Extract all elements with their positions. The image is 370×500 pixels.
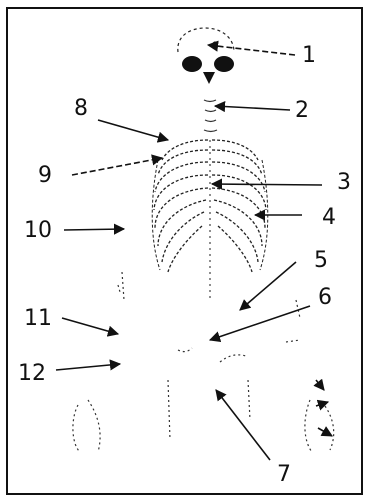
arrow-1 [208, 45, 295, 55]
label-6: 6 [318, 287, 332, 309]
arrow-6 [210, 306, 310, 340]
label-10: 10 [24, 220, 52, 242]
label-2: 2 [295, 100, 309, 122]
label-7: 7 [277, 464, 291, 486]
cervical-vertebrae-drawing [204, 100, 217, 132]
label-4: 4 [322, 207, 336, 229]
arrow-12 [56, 364, 120, 370]
arrow-5 [240, 262, 296, 310]
label-5: 5 [314, 250, 328, 272]
skull-drawing [178, 28, 234, 84]
limb-bones-drawing [73, 272, 334, 452]
label-11: 11 [24, 308, 52, 330]
arrow-8 [98, 120, 168, 140]
arrow-7 [216, 390, 270, 460]
arrow-extra-c [318, 428, 332, 436]
leader-arrows [56, 45, 332, 460]
arrow-10 [64, 229, 124, 230]
arrow-3 [212, 184, 322, 185]
arrow-extra-a [316, 380, 324, 390]
label-1: 1 [302, 45, 316, 67]
label-12: 12 [18, 363, 46, 385]
arrow-9 [72, 158, 162, 175]
arrow-2 [215, 106, 290, 110]
label-9: 9 [38, 165, 52, 187]
arrow-11 [62, 318, 118, 334]
label-8: 8 [74, 98, 88, 120]
label-3: 3 [337, 172, 351, 194]
